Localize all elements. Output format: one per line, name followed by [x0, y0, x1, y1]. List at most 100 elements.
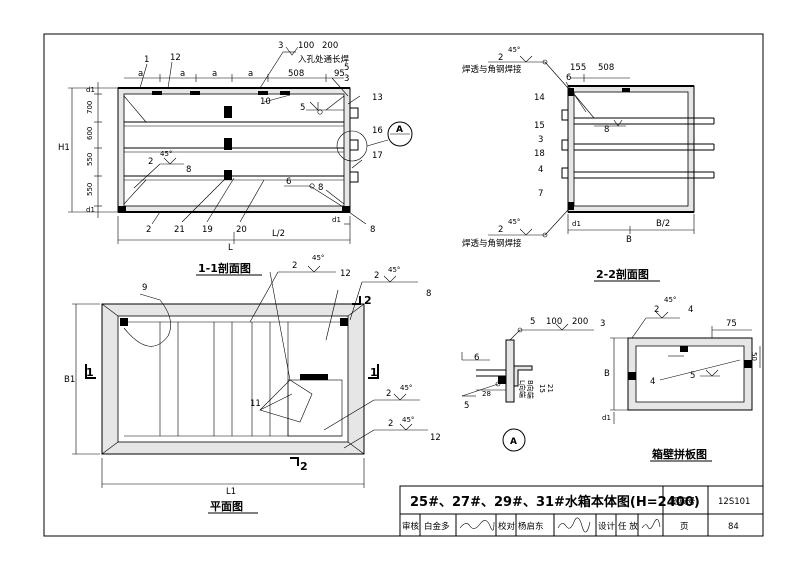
design-label: 设计: [598, 521, 616, 532]
plan-callout-2-d: 2: [388, 419, 393, 429]
detail-a-label: A: [510, 437, 517, 447]
s22-dim-B: B: [626, 235, 632, 245]
section-mark-2-top: 2: [364, 294, 372, 307]
page-label: 页: [680, 522, 689, 532]
callout-16: 16: [372, 126, 383, 136]
callout-8-c: 8: [370, 225, 375, 235]
s22-dim-B-half: B/2: [656, 219, 670, 229]
s22-weld-note-top: 焊透与角钢焊接: [462, 64, 522, 75]
panel-dim-75: 75: [726, 319, 737, 329]
plan-callout-12-a: 12: [340, 269, 351, 279]
plan-angle-45-b: 45°: [388, 266, 400, 274]
dim-600: 600: [86, 127, 94, 140]
plan-callout-12-b: 12: [430, 433, 441, 443]
section-mark-1-left: 1: [86, 366, 94, 379]
angle-45-a: 45°: [160, 150, 172, 158]
s22-callout-3: 3: [538, 135, 543, 145]
plan-view-title: 平面图: [210, 500, 243, 513]
dim-a-1: a: [180, 69, 185, 79]
s22-callout-2-top: 2: [498, 53, 503, 63]
callout-13: 13: [372, 93, 383, 103]
s22-callout-2-bottom: 2: [498, 225, 503, 235]
callout-5-mid: 5: [300, 103, 305, 113]
dim-a-3: a: [248, 69, 253, 79]
s22-dim-d1: d1: [572, 220, 581, 228]
detail-a-b-end: B向端: [526, 380, 535, 399]
panel-dim-d1: d1: [602, 414, 611, 422]
design-signature: [641, 519, 661, 530]
review-signature: [459, 520, 495, 531]
weld-100: 100: [298, 41, 314, 51]
dim-H1: H1: [58, 143, 70, 153]
detail-a-callout-5-top: 5: [530, 317, 535, 327]
s22-angle-45-top: 45°: [508, 46, 520, 54]
detail-a-weld-100: 100: [546, 317, 562, 327]
plan-callout-8: 8: [426, 289, 431, 299]
callout-17: 17: [372, 151, 383, 161]
panel-dim-B: B: [604, 369, 610, 379]
atlas-label: 图集号: [670, 496, 696, 507]
section-1-1: 1 12 3 100 200 入孔处通长焊 5 3 508 95 a a a a…: [58, 41, 413, 276]
s22-angle-45-bottom: 45°: [508, 218, 520, 226]
weld-200: 200: [322, 41, 338, 51]
plan-callout-2-c: 2: [386, 389, 391, 399]
s22-dim-508: 508: [598, 63, 614, 73]
check-label: 校对: [498, 521, 516, 532]
plan-view: 9 2 45° 12 2 45° 8 11 2 45° 2 45° 12 1 1…: [64, 254, 441, 514]
title-block: 25#、27#、29#、31#水箱本体图(H=2400) 图集号 12S101 …: [399, 485, 764, 537]
callout-3: 3: [278, 41, 283, 51]
dim-L: L: [228, 243, 233, 253]
dim-550-b: 550: [86, 183, 94, 196]
s22-callout-14: 14: [534, 93, 545, 103]
panel-dim-50: 50: [750, 352, 758, 361]
panel-callout-2: 2: [654, 305, 659, 315]
dim-508: 508: [288, 69, 304, 79]
callout-20: 20: [236, 225, 247, 235]
callout-10: 10: [260, 97, 271, 107]
callout-2-a: 2: [148, 157, 153, 167]
s22-dim-155: 155: [570, 63, 586, 73]
callout-6: 6: [286, 177, 291, 187]
s22-callout-6: 6: [566, 73, 571, 83]
plan-angle-45-c: 45°: [400, 384, 412, 392]
review-label: 审核: [402, 521, 420, 532]
detail-a-dim-15: 15: [538, 384, 546, 393]
callout-8-a: 8: [186, 165, 191, 175]
dim-d1-bottom: d1: [86, 206, 95, 214]
callout-8-b: 8: [318, 183, 323, 193]
detail-a-callout: A: [396, 125, 403, 135]
check-name: 杨启东: [518, 521, 544, 532]
review-name: 白金多: [424, 521, 450, 532]
callout-3-b: 3: [344, 74, 349, 84]
plan-callout-2-a: 2: [292, 261, 297, 271]
panel-callout-5: 5: [690, 371, 695, 381]
callout-2-b: 2: [146, 225, 151, 235]
detail-a-callout-3: 3: [600, 319, 605, 329]
detail-a-dim-28: 28: [482, 390, 491, 398]
callout-19: 19: [202, 225, 213, 235]
callout-5-top: 5: [344, 63, 349, 73]
dim-a-4: a: [138, 69, 143, 79]
atlas-number: 12S101: [718, 497, 750, 507]
callout-12: 12: [170, 53, 181, 63]
page-number: 84: [728, 522, 739, 532]
detail-a-callout-5-bottom: 5: [464, 401, 469, 411]
section-1-1-title: 1-1剖面图: [198, 261, 251, 275]
panel-callout-4-top: 4: [688, 305, 693, 315]
plan-dim-B1: B1: [64, 375, 75, 385]
panel-angle-45: 45°: [664, 296, 676, 304]
s22-weld-note-bottom: 焊透与角钢焊接: [462, 238, 522, 249]
detail-a-l-end: L向端: [518, 380, 527, 398]
s22-callout-18: 18: [534, 149, 545, 159]
plan-callout-2-b: 2: [374, 271, 379, 281]
drawing-title: 25#、27#、29#、31#水箱本体图(H=2400): [410, 494, 700, 510]
dim-550-a: 550: [86, 153, 94, 166]
plan-angle-45-d: 45°: [402, 416, 414, 424]
section-mark-1-right: 1: [370, 366, 378, 379]
s22-callout-8: 8: [604, 125, 609, 135]
manhole-weld-note: 入孔处通长焊: [298, 54, 350, 65]
dim-d1-right: d1: [332, 216, 341, 224]
detail-a: 5 100 200 3 6 28 5 15 21 L向端 B向端 A: [461, 317, 605, 452]
panel-callout-4-mid: 4: [650, 377, 655, 387]
